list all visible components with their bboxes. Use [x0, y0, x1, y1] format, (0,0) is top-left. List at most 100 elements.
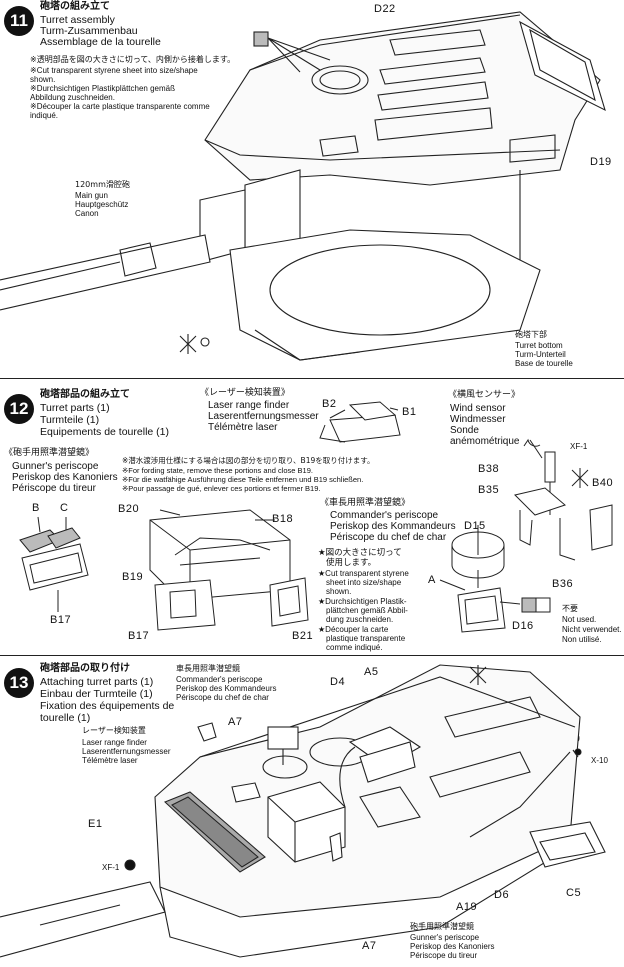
step-11-badge: 11 [4, 6, 34, 36]
step-12-title-fr: Equipements de tourelle (1) [40, 426, 169, 438]
step-11-note-jp: ※透明部品を図の大きさに切って、内側から接着します。 [30, 55, 236, 64]
gunner-heading-fr: Périscope du tireur [12, 483, 96, 494]
cut-note-fr2: plastique transparente [326, 634, 406, 643]
turret-bottom-label-en: Turret bottom [515, 341, 563, 350]
step-13-badge: 13 [4, 668, 34, 698]
laser-heading-de: Laserentfernungsmesser [208, 411, 319, 422]
s13-laser-en: Laser range finder [82, 738, 147, 747]
part-label-b36: B36 [552, 578, 574, 590]
turret-bottom-label-jp: 砲塔下部 [515, 330, 547, 339]
cut-note-jp1: ★図の大きさに切って [318, 548, 402, 558]
wind-heading-fr2: anémométrique [450, 436, 520, 447]
s13-commander-fr: Périscope du chef de char [176, 693, 269, 702]
wind-heading-en: Wind sensor [450, 403, 506, 414]
main-gun-label-de: Hauptgeschütz [75, 200, 129, 209]
part-label-a: A [428, 574, 436, 586]
part-label-b1: B1 [402, 406, 417, 418]
laser-heading-jp: 《レーザー検知装置》 [200, 388, 290, 398]
turret-bottom-label-fr: Base de tourelle [515, 359, 573, 368]
ford-note-de: ※Für die watfähige Ausführung diese Teil… [122, 475, 364, 484]
part-label-b18: B18 [272, 513, 294, 525]
paint-label-xf1: XF-1 [570, 442, 588, 451]
commander-heading-de: Periskop des Kommandeurs [330, 521, 456, 532]
part-label-b20: B20 [118, 503, 140, 515]
s13-gunner-fr: Périscope du tireur [410, 951, 478, 960]
wind-heading-jp: 《横風センサー》 [448, 390, 521, 400]
paint-label-xf1-s13: XF-1 [102, 863, 120, 872]
step-13-title-fr1: Fixation des équipements de [40, 700, 175, 712]
s13-commander-jp: 車長用照準潜望鏡 [176, 664, 240, 673]
part-label-x10: X-10 [591, 756, 608, 765]
part-label-b17-lower: B17 [128, 630, 150, 642]
part-label-b35: B35 [478, 484, 500, 496]
part-label-d4: D4 [330, 676, 346, 688]
part-label-b40: B40 [592, 477, 614, 489]
unused-label-de: Nicht verwendet. [562, 625, 622, 634]
cut-note-de3: dung zuschneiden. [326, 615, 394, 624]
s13-laser-fr: Télémètre laser [82, 756, 138, 765]
unused-label-en: Not used. [562, 615, 597, 624]
part-label-c5: C5 [566, 887, 582, 899]
step-12-title-de: Turmteile (1) [40, 414, 100, 426]
turret-bottom-label-de: Turm-Unterteil [515, 350, 566, 359]
turret-installation-drawing [0, 664, 606, 958]
step-12-title-jp: 砲塔部品の組み立て [40, 389, 130, 400]
step-number: 13 [9, 673, 29, 692]
s13-gunner-jp: 砲手用照準潜望鏡 [410, 922, 474, 931]
cut-note-fr3: comme indiqué. [326, 643, 383, 652]
cut-note-en3: shown. [326, 587, 352, 596]
wind-heading-fr1: Sonde [450, 425, 479, 436]
step-11-note-en: ※Cut transparent styrene sheet into size… [30, 66, 198, 84]
cut-note-jp2: 使用します。 [326, 558, 377, 568]
ford-note-en: ※For fording state, remove these portion… [122, 466, 313, 475]
step-12-badge: 12 [4, 394, 34, 424]
part-label-c: C [60, 502, 69, 514]
s13-laser-de: Laserentfernungsmesser [82, 747, 171, 756]
step-11-title-de: Turm-Zusammenbau [40, 25, 138, 37]
section-divider [0, 655, 624, 656]
s13-commander-de: Periskop des Kommandeurs [176, 684, 277, 693]
step-13-title-fr2: tourelle (1) [40, 712, 91, 724]
step-11-title-fr: Assemblage de la tourelle [40, 36, 161, 48]
cut-note-en2: sheet into size/shape [326, 578, 402, 587]
step-13-title-de: Einbau der Turmteile (1) [40, 688, 153, 700]
cut-note-en1: ★Cut transparent styrene [318, 569, 409, 578]
part-label-b: B [32, 502, 40, 514]
part-label-b2: B2 [322, 398, 337, 410]
part-label-a19: A19 [456, 901, 478, 913]
laser-heading-fr: Télémètre laser [208, 422, 278, 433]
s13-gunner-en: Gunner's periscope [410, 933, 480, 942]
part-label-b17: B17 [50, 614, 72, 626]
step-number: 12 [9, 399, 29, 418]
cut-note-de1: ★Durchsichtigen Plastik- [318, 597, 407, 606]
laser-heading-en: Laser range finder [208, 400, 290, 411]
s13-laser-jp: レーザー検知装置 [82, 726, 146, 735]
turret-assembly-drawing [0, 11, 606, 361]
section-divider [0, 378, 624, 379]
commander-heading-jp: 《車長用照準潜望鏡》 [320, 498, 411, 508]
part-label-a7: A7 [228, 716, 243, 728]
gunner-heading-jp: 《砲手用照準潜望鏡》 [4, 448, 95, 458]
step-13-title-jp: 砲塔部品の取り付け [40, 663, 130, 674]
unused-label-jp: 不要 [562, 604, 578, 613]
part-label-a5: A5 [364, 666, 379, 678]
part-label-d19: D19 [590, 156, 612, 168]
unused-label-fr: Non utilisé. [562, 635, 602, 644]
step-11-title-jp: 砲塔の組み立て [40, 1, 110, 12]
step-11-note-de: ※Durchsichtigen Plastikplättchen gemäß A… [30, 84, 175, 102]
part-label-b21: B21 [292, 630, 314, 642]
part-label-b19: B19 [122, 571, 144, 583]
step-13-title-en: Attaching turret parts (1) [40, 676, 154, 688]
cut-note-de2: plättchen gemäß Abbil- [326, 606, 408, 615]
part-label-b38: B38 [478, 463, 500, 475]
s13-gunner-de: Periskop des Kanoniers [410, 942, 495, 951]
ford-note-jp: ※潜水渡渉用仕様にする場合は図の部分を切り取り、B19を取り付けます。 [122, 456, 375, 465]
step-11-note-fr: ※Découper la carte plastique transparent… [30, 102, 210, 120]
gunner-heading-en: Gunner's periscope [12, 461, 99, 472]
cut-note-fr1: ★Découper la carte [318, 625, 389, 634]
main-gun-label-fr: Canon [75, 209, 99, 218]
step-number: 11 [10, 11, 28, 30]
part-label-a7-lower: A7 [362, 940, 377, 952]
gunner-heading-de: Periskop des Kanoniers [12, 472, 118, 483]
part-label-d15: D15 [464, 520, 486, 532]
